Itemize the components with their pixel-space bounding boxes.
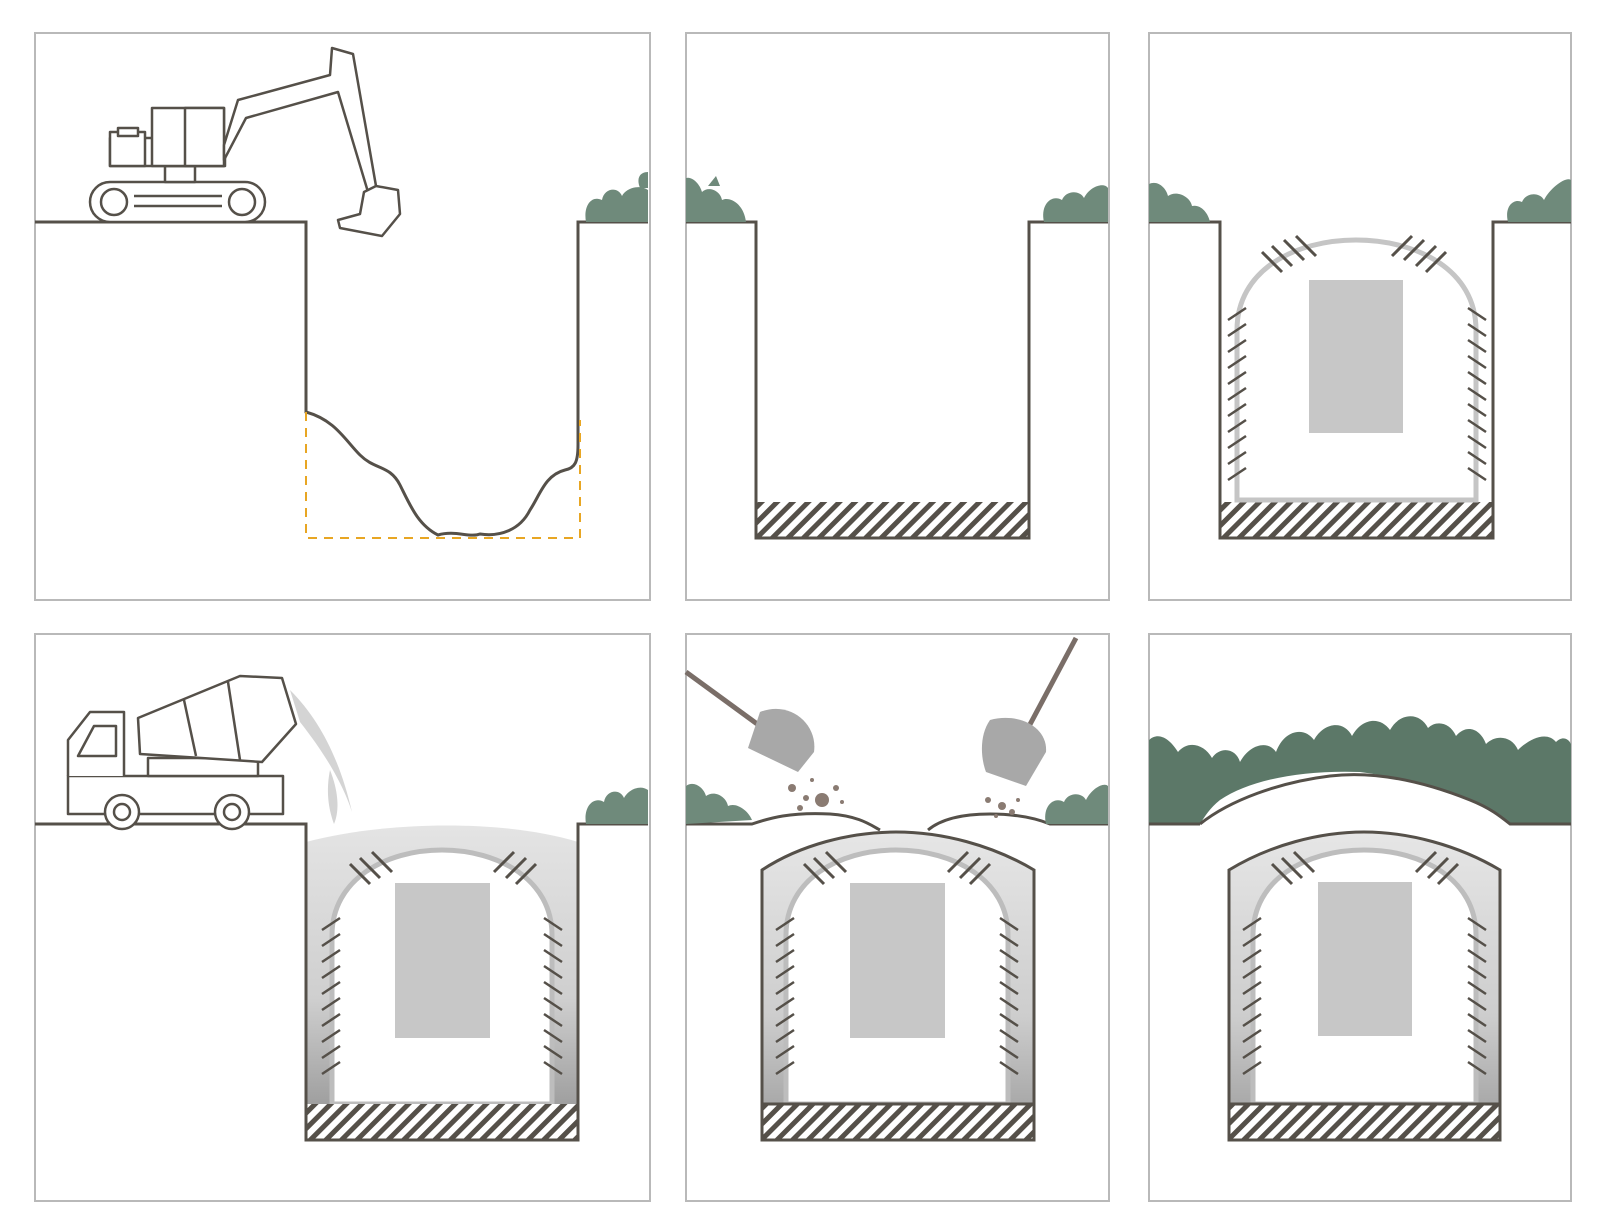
shovel-icon bbox=[684, 669, 815, 772]
soil-debris bbox=[788, 778, 1020, 818]
side-rebar-right bbox=[1467, 306, 1487, 482]
mound-line bbox=[1199, 773, 1571, 826]
gravel-bed bbox=[1220, 502, 1493, 538]
planned-excavation-outline bbox=[305, 412, 581, 539]
excavator-icon bbox=[88, 46, 402, 238]
shovel-icon bbox=[981, 636, 1079, 786]
panel-4-concrete-pour bbox=[34, 633, 651, 1202]
rebar-marks bbox=[1260, 234, 1448, 274]
bush-icon bbox=[1149, 182, 1210, 222]
chamber bbox=[850, 883, 945, 1038]
side-rebar-right bbox=[999, 916, 1019, 1076]
side-rebar-left bbox=[1242, 916, 1262, 1076]
bush-icon bbox=[686, 176, 746, 222]
panel-3-formwork bbox=[1148, 32, 1572, 601]
panel-1-excavation bbox=[34, 32, 651, 601]
side-rebar-right bbox=[1467, 916, 1487, 1076]
panel-5-backfill bbox=[684, 633, 1110, 1202]
mixer-truck-icon bbox=[66, 674, 298, 831]
side-rebar-left bbox=[1227, 306, 1247, 482]
chamber bbox=[1318, 882, 1412, 1036]
bush-icon bbox=[585, 787, 648, 824]
bush-icon bbox=[686, 783, 752, 824]
rebar-marks bbox=[1270, 850, 1460, 886]
rebar-marks bbox=[348, 850, 538, 886]
gravel-bed bbox=[760, 1102, 1036, 1142]
panel-frame bbox=[1148, 633, 1572, 1202]
rebar-marks bbox=[802, 850, 992, 886]
chamber bbox=[1309, 280, 1403, 433]
panel-frame bbox=[34, 633, 651, 1202]
bush-icon bbox=[1043, 185, 1108, 222]
panel-frame bbox=[685, 32, 1110, 601]
bush-icon bbox=[585, 172, 648, 222]
bush-icon bbox=[1045, 784, 1108, 824]
ground-line bbox=[35, 220, 648, 537]
ground-line bbox=[686, 812, 881, 832]
side-rebar-left bbox=[775, 916, 795, 1076]
pour-stream bbox=[290, 690, 352, 812]
panel-frame bbox=[34, 32, 651, 601]
ground-line bbox=[686, 220, 1108, 540]
gravel-bed bbox=[1227, 1102, 1502, 1142]
side-rebar-right bbox=[543, 916, 563, 1076]
panel-frame bbox=[685, 633, 1110, 1202]
ground-line bbox=[927, 812, 1108, 832]
panel-2-foundation-bed bbox=[685, 32, 1110, 601]
side-rebar-left bbox=[321, 916, 341, 1076]
panel-frame bbox=[1148, 32, 1572, 601]
pour-stream bbox=[327, 770, 338, 824]
panel-6-landscaping bbox=[1148, 633, 1572, 1202]
chamber bbox=[395, 883, 490, 1038]
gravel-bed bbox=[306, 1104, 578, 1140]
bush-icon bbox=[1507, 179, 1571, 222]
gravel-bed bbox=[756, 502, 1029, 538]
